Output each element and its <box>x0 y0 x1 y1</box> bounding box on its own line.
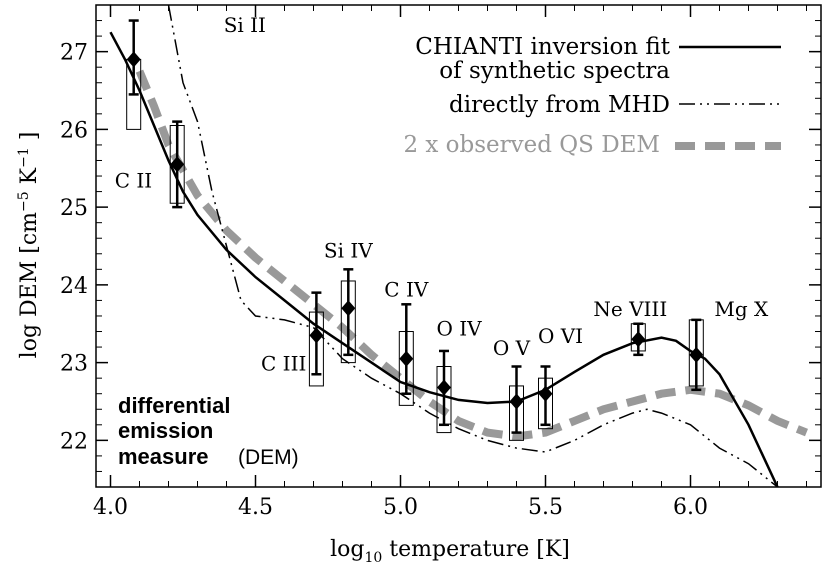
note-dem: (DEM) <box>238 446 299 469</box>
dem-annotation: differential emission measure (DEM) <box>118 393 299 469</box>
datapoint-mg-x <box>689 346 704 363</box>
datapoint-o-vi <box>538 385 553 402</box>
datapoint-c-iii <box>309 327 324 344</box>
datapoint-c-ii <box>170 156 185 173</box>
legend-label-qs-dem: 2 x observed QS DEM <box>403 132 660 158</box>
ion-label-c-iii: C III <box>261 351 306 375</box>
legend-label-mhd: directly from MHD <box>449 92 670 118</box>
note-line-2: emission <box>118 418 213 443</box>
ion-label-mg-x: Mg X <box>714 297 769 321</box>
y-tick-label: 22 <box>60 429 88 454</box>
datapoint-si-ii <box>126 51 141 68</box>
y-tick-label: 27 <box>60 41 88 66</box>
plot-frame <box>95 4 822 488</box>
datapoint-si-iv <box>341 300 356 317</box>
note-line-1: differential <box>118 393 230 418</box>
ion-label-o-vi: O VI <box>538 324 583 348</box>
y-tick-label: 24 <box>60 274 88 299</box>
x-tick-label: 4.5 <box>238 495 273 520</box>
ion-label-o-v: O V <box>493 336 531 360</box>
x-tick-label: 5.5 <box>528 495 563 520</box>
note-line-3: measure <box>118 444 209 469</box>
x-tick-label: 6.0 <box>673 495 708 520</box>
y-axis-label: log DEM [cm−5 K−1 ] <box>16 132 42 359</box>
y-tick-label: 26 <box>60 118 88 143</box>
x-tick-label: 5.0 <box>383 495 418 520</box>
series-qs-dem <box>135 69 808 441</box>
y-tick-label: 25 <box>60 196 88 221</box>
ion-label-ne-viii: Ne VIII <box>593 297 667 321</box>
datapoint-o-iv <box>437 379 451 396</box>
ion-label-o-iv: O IV <box>436 316 482 340</box>
y-tick-label: 23 <box>60 352 88 377</box>
series-mhd <box>167 5 778 487</box>
ion-label-c-ii: C II <box>115 169 152 193</box>
ion-label-si-ii: Si II <box>224 13 266 37</box>
datapoint-ne-viii <box>631 331 646 348</box>
datapoints-group: Si II C II C III Si IV C IV O IV O V O VI Ne VII… <box>115 13 769 441</box>
legend-label-chianti: CHIANTI inversion fit <box>415 34 670 60</box>
datapoint-o-v <box>509 393 524 410</box>
datapoint-c-iv <box>399 350 414 367</box>
ion-label-si-iv: Si IV <box>324 239 373 263</box>
legend-label-chianti-2: of synthetic spectra <box>439 58 670 84</box>
x-axis-label: log10 temperature [K] <box>330 537 570 566</box>
ticks-group: 4.0 4.5 5.0 5.5 6.0 22 23 24 25 26 27 <box>60 4 821 520</box>
ion-label-c-iv: C IV <box>384 278 429 302</box>
legend: CHIANTI inversion fit of synthetic spect… <box>403 34 781 158</box>
x-tick-label: 4.0 <box>93 495 128 520</box>
